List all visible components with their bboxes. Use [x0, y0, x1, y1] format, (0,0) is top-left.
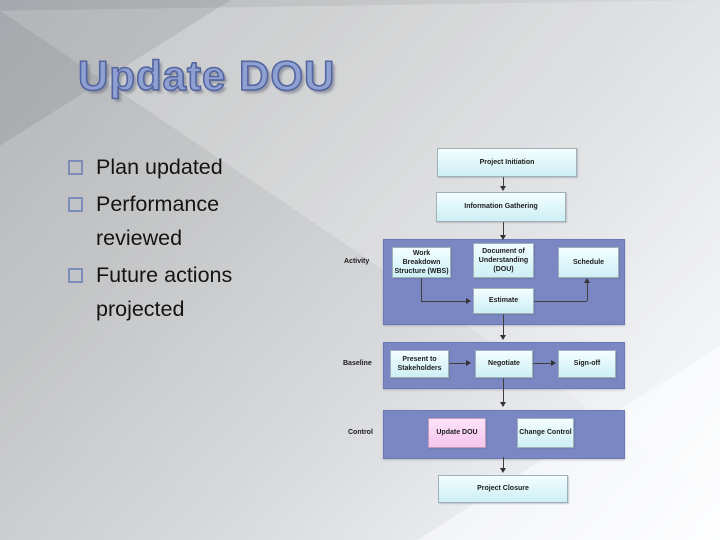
arrowhead-down-icon [500, 468, 506, 473]
bullet-text: Performance reviewed [96, 192, 220, 250]
connector-negotiate-signoff [533, 363, 552, 364]
square-bullet-icon [68, 268, 83, 283]
connector-gathering-activity [503, 222, 504, 236]
arrowhead-down-icon [500, 335, 506, 340]
connector-negotiate-control [503, 378, 504, 403]
node-update-dou: Update DOU [428, 418, 486, 448]
connector-estimate-right [534, 301, 587, 302]
connector-control-closure [503, 457, 504, 469]
arrowhead-right-icon [466, 360, 471, 366]
node-project-initiation: Project Initiation [437, 148, 577, 177]
lane-label-control: Control [348, 429, 373, 436]
lane-control [383, 410, 625, 459]
lane-label-baseline: Baseline [343, 360, 372, 367]
arrowhead-down-icon [500, 235, 506, 240]
list-item: Future actions projected [64, 258, 304, 326]
node-sign-off: Sign-off [558, 350, 616, 378]
connector-up-schedule [587, 283, 588, 301]
node-negotiate: Negotiate [475, 350, 533, 378]
node-work-breakdown-structure: Work Breakdown Structure (WBS) [392, 247, 451, 278]
connector-wbs-down [421, 278, 422, 301]
connector-present-negotiate [449, 363, 467, 364]
list-item: Performance reviewed [64, 187, 304, 255]
connector-wbs-estimate [421, 301, 468, 302]
slide-title: Update DOU [77, 51, 336, 100]
arrowhead-down-icon [500, 402, 506, 407]
connector-initiation-gathering [503, 177, 504, 187]
lane-label-activity: Activity [344, 258, 370, 265]
node-project-closure: Project Closure [438, 475, 568, 503]
node-estimate: Estimate [473, 288, 534, 314]
square-bullet-icon [68, 160, 83, 175]
connector-estimate-baseline [503, 314, 504, 336]
arrowhead-down-icon [500, 186, 506, 191]
square-bullet-icon [68, 197, 83, 212]
node-schedule: Schedule [558, 247, 619, 278]
node-present-to-stakeholders: Present to Stakeholders [390, 350, 449, 378]
bullet-text: Plan updated [96, 155, 223, 179]
bullet-text: Future actions projected [96, 263, 233, 321]
bullet-list: Plan updated Performance reviewed Future… [64, 150, 304, 329]
arrowhead-right-icon [551, 360, 556, 366]
node-change-control: Change Control [517, 418, 574, 448]
list-item: Plan updated [64, 150, 304, 184]
arrowhead-up-icon [584, 278, 590, 283]
node-document-of-understanding: Document of Understanding (DOU) [473, 243, 534, 278]
node-information-gathering: Information Gathering [436, 192, 566, 222]
arrowhead-right-icon [466, 298, 471, 304]
